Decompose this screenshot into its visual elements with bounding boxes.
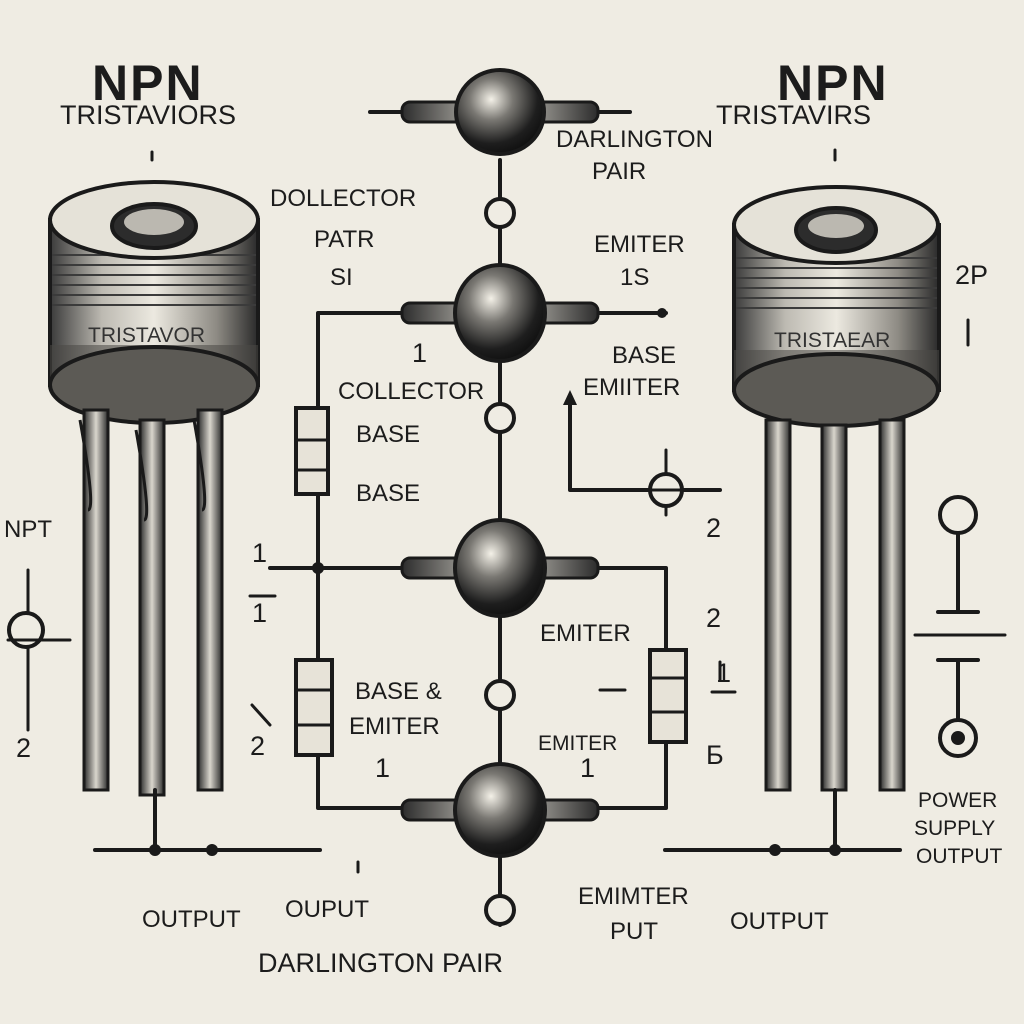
put-label: PUT (610, 918, 658, 945)
emiter-label-right: EMIITER (583, 374, 681, 401)
darlington-label-top-pair: PAIR (592, 158, 647, 185)
output-right-label: OUTPUT (730, 908, 829, 935)
output-left-label: OUTPUT (142, 906, 241, 933)
collector-label: COLLECTOR (338, 378, 485, 405)
dollector-label: DOLLECTOR (270, 185, 417, 212)
bulb-3 (400, 518, 600, 618)
output-lines (93, 660, 902, 874)
resistors (294, 406, 688, 757)
number-right-b: Б (706, 740, 724, 770)
left-title-npn: NPN (92, 55, 204, 111)
base-and-label: BASE & (355, 678, 442, 705)
number-left-one-a: 1 (252, 538, 268, 568)
left-transistor-package (48, 150, 260, 797)
power-output-label: OUTPUT (916, 845, 1003, 868)
supply-label: SUPPLY (914, 817, 996, 840)
right-body-label: TRISTAEAR (774, 329, 891, 352)
right-title-subtitle: TRISTAVIRS (716, 100, 872, 130)
darlington-transistors (400, 68, 600, 858)
number-center-one-a: 1 (412, 338, 428, 368)
emiter-mid-right-label: EMITER (540, 620, 631, 647)
base-label-lower: BASE (356, 480, 421, 507)
left-body-label: TRISTAVOR (88, 324, 206, 347)
si-label: SI (330, 264, 353, 291)
power-supply-symbol (913, 495, 1007, 758)
emimter-label: EMIMTER (578, 883, 689, 910)
emiter-top-label: EMITER (594, 231, 685, 258)
darlington-pair-bottom-label: DARLINGTON PAIR (258, 948, 504, 978)
collector-base-label: BASE (356, 421, 421, 448)
number-right-2p: 2P (955, 260, 989, 290)
number-right-one: 1 (716, 658, 732, 688)
bulb-4 (400, 762, 600, 858)
right-transistor-leads (764, 418, 906, 792)
number-right-two-a: 2 (706, 513, 722, 543)
left-npt-label: NPT (4, 516, 52, 543)
right-title-npn: NPN (777, 55, 889, 111)
left-transistor-leads (78, 408, 224, 797)
ouput-center-label: OUPUT (285, 896, 369, 923)
power-label: POWER (918, 789, 998, 812)
bulb-1 (400, 68, 600, 156)
base-and-emiter-label: EMITER (349, 713, 440, 740)
darlington-label-top: DARLINGTON (556, 126, 713, 153)
number-left-one-b: 1 (252, 598, 268, 628)
bulb-2 (400, 263, 600, 363)
number-center-one-c: 1 (580, 753, 596, 783)
left-probe-symbol (6, 568, 277, 732)
right-probe-symbol (638, 448, 694, 517)
emiter-lower-label: EMITER (538, 732, 618, 755)
left-title-subtitle: TRISTAVIORS (60, 100, 237, 130)
number-right-two-b: 2 (706, 603, 722, 633)
patr-label: PATR (314, 226, 375, 253)
number-left-two-a: 2 (16, 733, 32, 763)
base-label-right: BASE (612, 342, 677, 369)
emiter-top-number: 1S (620, 264, 650, 291)
number-left-two-b: 2 (250, 731, 266, 761)
number-center-one-b: 1 (375, 753, 391, 783)
right-transistor-package (732, 148, 970, 792)
